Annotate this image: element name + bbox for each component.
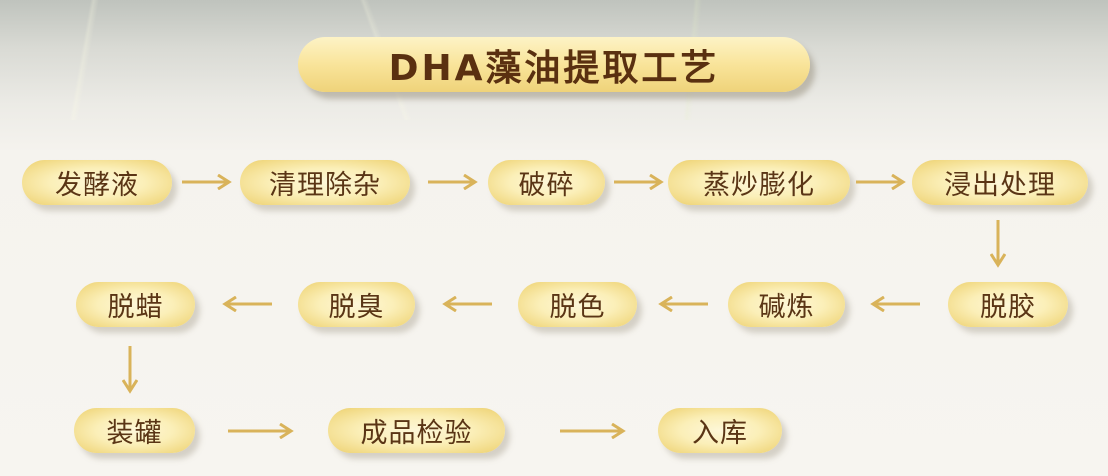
step-label: 浸出处理 <box>944 170 1056 201</box>
step-steam-expansion: 蒸炒膨化 <box>668 160 850 205</box>
step-decolorization: 脱色 <box>518 282 637 327</box>
step-label: 装罐 <box>106 418 163 449</box>
step-fermentation-broth: 发酵液 <box>22 160 172 205</box>
arrow-left-icon <box>442 296 492 312</box>
step-warehousing: 入库 <box>658 408 782 453</box>
arrow-right-icon <box>428 174 478 190</box>
step-label: 脱胶 <box>980 292 1036 323</box>
arrow-down-icon <box>122 346 138 394</box>
step-product-inspection: 成品检验 <box>328 408 505 453</box>
step-label: 脱色 <box>549 292 606 323</box>
step-label: 清理除杂 <box>269 170 381 201</box>
step-deodorization: 脱臭 <box>298 282 415 327</box>
arrow-right-icon <box>182 174 232 190</box>
step-label: 脱臭 <box>328 292 385 323</box>
step-degumming: 脱胶 <box>948 282 1068 327</box>
arrow-left-icon <box>870 296 920 312</box>
diagram-title-text: DHA藻油提取工艺 <box>388 47 720 89</box>
arrow-right-icon <box>614 174 664 190</box>
step-crushing: 破碎 <box>488 160 605 205</box>
diagram-title: DHA藻油提取工艺 <box>298 37 810 92</box>
step-label: 碱炼 <box>758 292 815 323</box>
step-canning: 装罐 <box>74 408 195 453</box>
arrow-left-icon <box>658 296 708 312</box>
arrow-right-icon <box>560 423 626 439</box>
arrow-right-icon <box>228 423 294 439</box>
step-dewaxing: 脱蜡 <box>76 282 195 327</box>
step-leaching: 浸出处理 <box>912 160 1088 205</box>
step-label: 破碎 <box>518 170 575 201</box>
step-alkali-refining: 碱炼 <box>728 282 845 327</box>
step-cleaning: 清理除杂 <box>240 160 410 205</box>
step-label: 脱蜡 <box>107 292 164 323</box>
step-label: 蒸炒膨化 <box>703 170 815 201</box>
step-label: 入库 <box>692 418 748 449</box>
step-label: 发酵液 <box>55 170 139 201</box>
arrow-left-icon <box>222 296 272 312</box>
step-label: 成品检验 <box>360 418 473 449</box>
arrow-down-icon <box>990 220 1006 268</box>
arrow-right-icon <box>856 174 906 190</box>
